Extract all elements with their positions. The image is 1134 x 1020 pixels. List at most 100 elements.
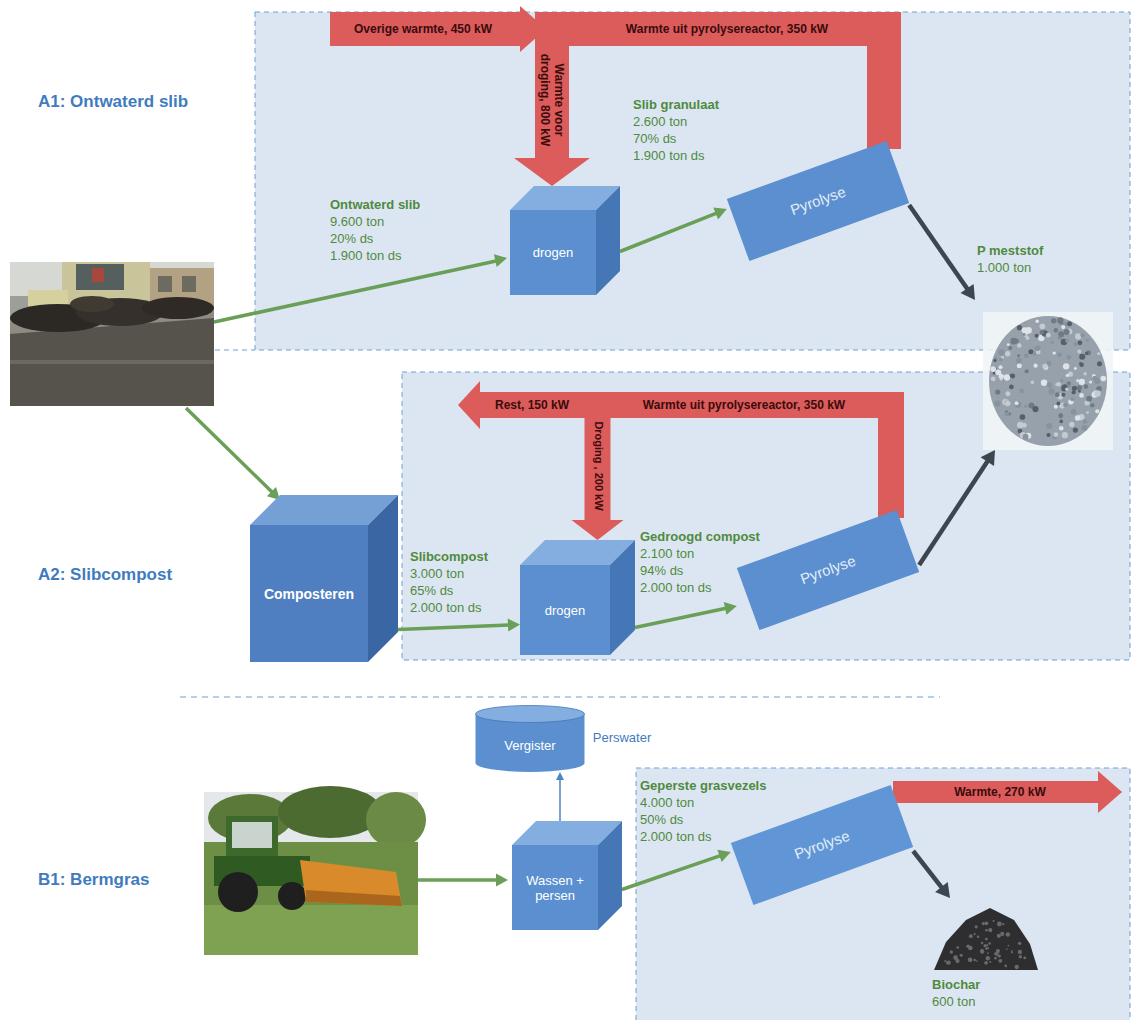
granule bbox=[1062, 384, 1068, 390]
granule bbox=[1005, 412, 1010, 417]
granule bbox=[1022, 327, 1028, 333]
char-speck bbox=[990, 930, 992, 932]
product-amount: 1.000 ton bbox=[977, 259, 1043, 276]
label-slot: 1.900 ton ds bbox=[330, 247, 402, 264]
granule bbox=[1009, 385, 1014, 390]
granule bbox=[1058, 413, 1063, 418]
arrow-head bbox=[961, 284, 976, 300]
product-image: Biochar600 ton bbox=[930, 898, 1040, 1012]
granule bbox=[1060, 379, 1063, 382]
photo-grass bbox=[204, 905, 418, 955]
reactor-label: Pyrolyse bbox=[788, 183, 848, 220]
granule bbox=[1090, 403, 1094, 407]
heat-label: Warmte voor droging, 800 kW bbox=[538, 45, 566, 155]
shape-outline bbox=[510, 186, 620, 295]
stream-value: 70% ds bbox=[633, 130, 676, 147]
granule bbox=[1065, 388, 1068, 391]
flow-arrow bbox=[622, 850, 731, 890]
char-speck bbox=[984, 961, 988, 965]
stream-name: Gedroogd compost bbox=[640, 528, 760, 545]
granule bbox=[1005, 401, 1011, 407]
char-speck bbox=[1000, 932, 1004, 936]
image-backdrop bbox=[983, 312, 1113, 450]
feed-line bbox=[418, 878, 497, 882]
granule bbox=[1055, 383, 1058, 386]
product-arrow bbox=[913, 851, 950, 898]
granule bbox=[1007, 343, 1010, 346]
label-slot: Slibcompost bbox=[410, 548, 488, 565]
label-slot: Geperste grasvezels bbox=[640, 777, 766, 794]
heat-band-body bbox=[330, 12, 522, 46]
granule bbox=[1017, 343, 1022, 348]
panel-edge bbox=[215, 350, 255, 351]
granule bbox=[1059, 321, 1062, 324]
granule bbox=[1086, 339, 1089, 342]
granule bbox=[1059, 420, 1063, 424]
stream-value: 2.000 ton ds bbox=[640, 579, 712, 596]
reactor-box: Pyrolyse bbox=[737, 510, 919, 630]
label-slot: Slib granulaat bbox=[633, 96, 719, 113]
arrow-head bbox=[514, 158, 590, 186]
char-speck bbox=[960, 954, 963, 957]
arrow-head bbox=[1098, 771, 1122, 813]
photo-tree bbox=[366, 792, 426, 848]
process-box: drogen bbox=[520, 540, 635, 655]
granule bbox=[1043, 365, 1048, 370]
stream-value: 2.600 ton bbox=[633, 113, 687, 130]
granule bbox=[1005, 351, 1011, 357]
granule bbox=[1059, 426, 1064, 431]
stream-value: 2.100 ton bbox=[640, 545, 694, 562]
cube-front bbox=[250, 525, 368, 662]
stream-name: Slibcompost bbox=[410, 548, 488, 565]
scenario-title: A1: Ontwaterd slib bbox=[38, 92, 188, 112]
granule bbox=[1064, 329, 1070, 335]
stream-value: 1.900 ton ds bbox=[633, 147, 705, 164]
char-speck bbox=[968, 946, 973, 951]
reactor-box: Pyrolyse bbox=[727, 141, 909, 261]
granule bbox=[1074, 367, 1077, 370]
connector-line bbox=[635, 608, 726, 627]
box-label: Composteren bbox=[264, 586, 354, 602]
reactor-label: Pyrolyse bbox=[798, 552, 858, 589]
granule bbox=[1067, 321, 1072, 326]
stream-name: Ontwaterd slib bbox=[330, 196, 420, 213]
granule bbox=[995, 369, 1001, 375]
label-slot: Warmte, 270 kW bbox=[954, 785, 1046, 799]
char-speck bbox=[1019, 955, 1022, 958]
arrow-head bbox=[717, 850, 730, 862]
granule bbox=[1063, 403, 1068, 408]
digester-tank: Vergister bbox=[475, 705, 585, 772]
stream-value: 9.600 ton bbox=[330, 213, 384, 230]
label-slot: 65% ds bbox=[410, 582, 453, 599]
granule bbox=[1048, 388, 1054, 394]
granule bbox=[1035, 345, 1040, 350]
reactor-box: Pyrolyse bbox=[731, 785, 913, 905]
granule bbox=[1035, 334, 1039, 338]
label-slot: 1.900 ton ds bbox=[633, 147, 705, 164]
char-heap bbox=[934, 908, 1038, 970]
char-speck bbox=[982, 922, 985, 925]
granule bbox=[1033, 364, 1037, 368]
sludge bbox=[142, 297, 214, 319]
label-slot: 4.000 ton bbox=[640, 794, 694, 811]
granule-heap bbox=[989, 316, 1107, 446]
label-slot: 2.600 ton bbox=[633, 113, 687, 130]
grass-photo bbox=[204, 786, 426, 955]
label-slot: 3.000 ton bbox=[410, 565, 464, 582]
feed-arrow bbox=[186, 408, 280, 500]
feed-line bbox=[214, 261, 496, 322]
heat-band bbox=[893, 771, 1122, 813]
granule bbox=[1086, 411, 1089, 414]
granule bbox=[1054, 432, 1059, 437]
granule bbox=[993, 371, 996, 374]
granule bbox=[994, 400, 1000, 406]
label-slot: Warmte voor droging, 800 kW bbox=[538, 45, 566, 155]
granule bbox=[1072, 386, 1077, 391]
char-speck bbox=[998, 959, 1002, 963]
heat-label: Rest, 150 kW bbox=[495, 398, 569, 412]
stream-value: 2.000 ton ds bbox=[640, 828, 712, 845]
char-speck bbox=[986, 956, 990, 960]
loader-cab bbox=[76, 264, 124, 290]
granule bbox=[1066, 374, 1069, 377]
granule bbox=[1073, 427, 1078, 432]
